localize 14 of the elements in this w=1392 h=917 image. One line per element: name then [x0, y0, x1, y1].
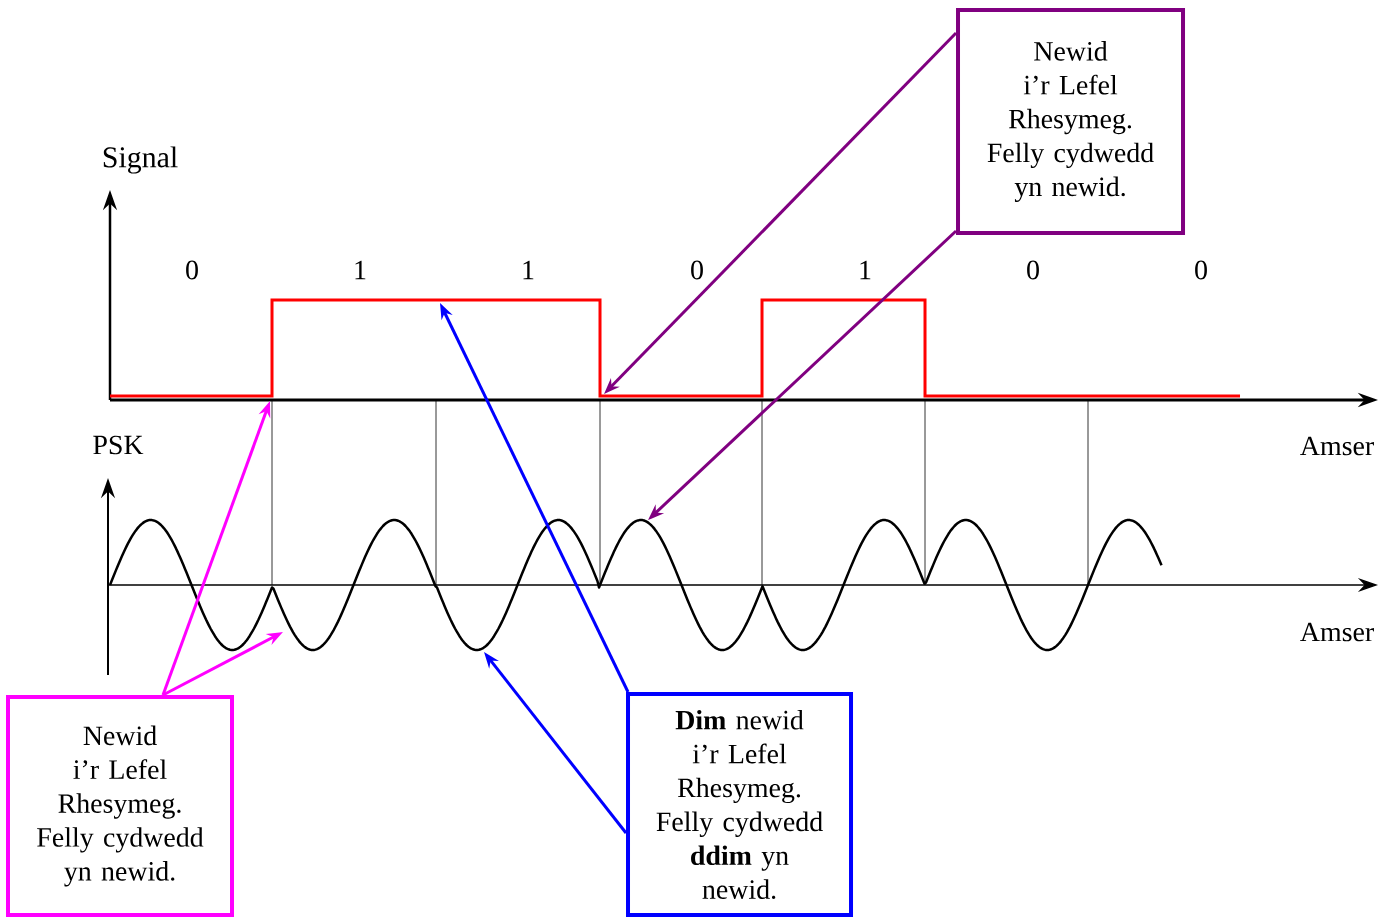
axis-label: Amser: [1300, 436, 1374, 456]
axis-label: PSK: [93, 435, 144, 455]
bit-value: 0: [186, 260, 198, 280]
axis-label: Amser: [1300, 622, 1374, 642]
bit-value: 1: [860, 260, 871, 280]
axis-label: Signal: [103, 146, 178, 174]
callout-box: Dim newid i’r Lefel Rhesymeg. Felly cydwedd ddim yn newid.: [626, 692, 853, 917]
bit-value: 0: [1195, 260, 1207, 280]
bit-value: 1: [523, 260, 534, 280]
bit-value: 0: [1027, 260, 1039, 280]
bit-value: 0: [691, 260, 703, 280]
bit-value: 1: [355, 260, 366, 280]
callout-box: Newid i’r Lefel Rhesymeg. Felly cydwedd yn newid.: [956, 8, 1185, 235]
callout-box: Newid i’r Lefel Rhesymeg. Felly cydwedd yn newid.: [6, 695, 234, 917]
